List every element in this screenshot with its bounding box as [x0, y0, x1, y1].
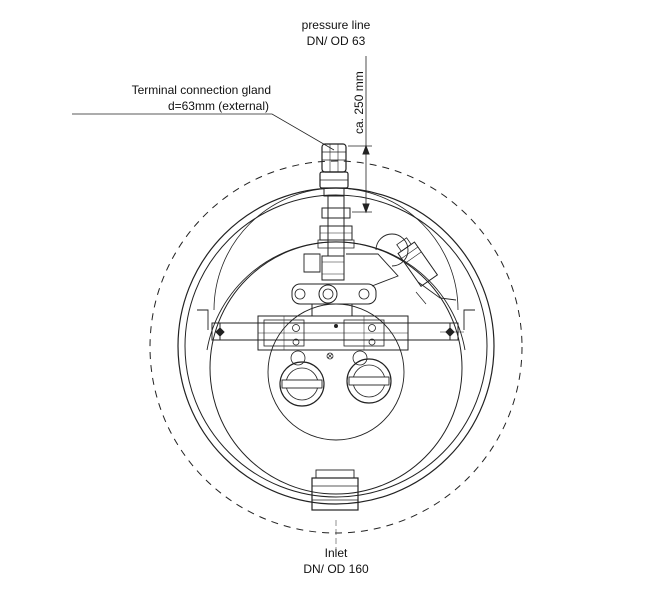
riser-pipe: [317, 196, 355, 256]
dimension-label: ca. 250 mm: [352, 71, 366, 134]
connection-gland: [319, 143, 349, 197]
gland-diameter-label: d=63mm (external): [168, 99, 269, 113]
check-valve-branch: [396, 237, 439, 288]
horizontal-rail: [211, 322, 464, 341]
pump-frame: [257, 315, 409, 360]
inlet-label: Inlet: [325, 546, 348, 560]
discharge-pipework: [291, 233, 409, 316]
inlet-disc-left: [279, 361, 325, 407]
drawing-geometry: [72, 56, 523, 548]
inlet-disc-right: [346, 358, 392, 404]
pressure-line-label: pressure line: [302, 18, 371, 32]
shaft-outline: [149, 160, 523, 534]
pressure-line-size-label: DN/ OD 63: [307, 34, 366, 48]
tank-outer-wall: [177, 187, 495, 505]
tank-inner-wall: [184, 194, 488, 498]
gland-leader-line: [72, 113, 335, 151]
inlet-size-label: DN/ OD 160: [303, 562, 369, 576]
dimension-line: [348, 56, 372, 214]
inlet-pipe: [311, 469, 359, 511]
gland-label: Terminal connection gland: [132, 83, 271, 97]
